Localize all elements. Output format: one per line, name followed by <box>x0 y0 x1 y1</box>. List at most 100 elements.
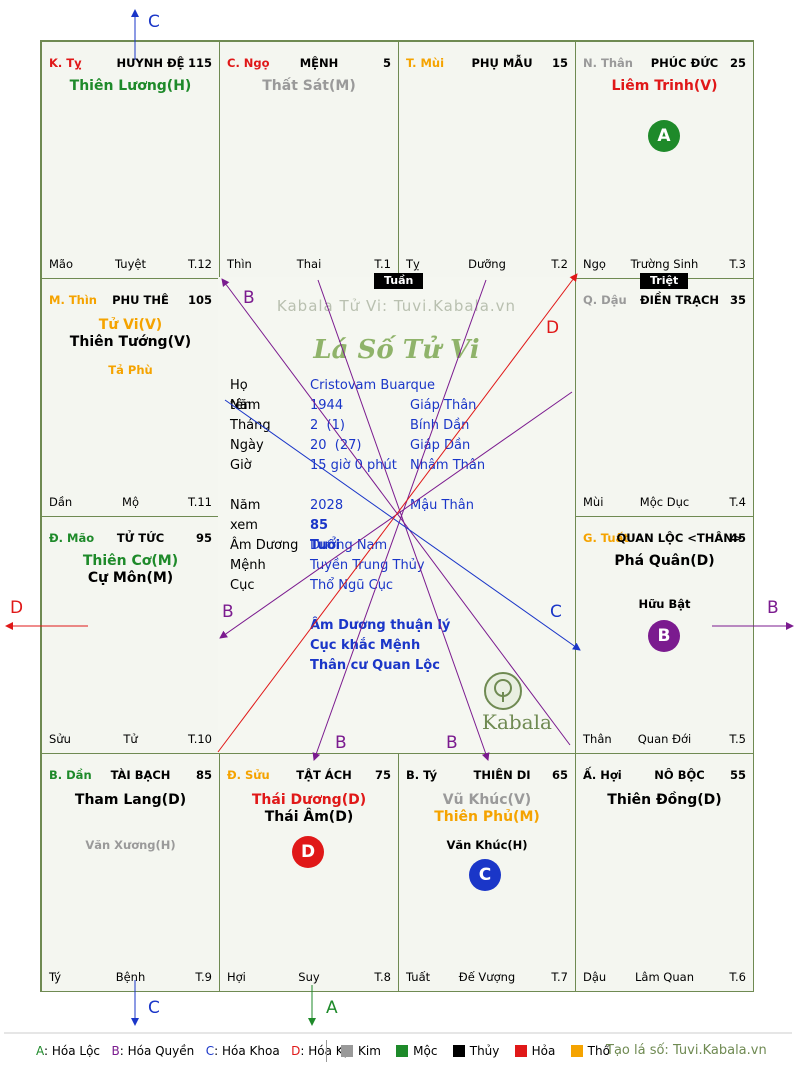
palace-name: PHÚC ĐỨC <box>650 56 719 70</box>
palace-stem: T. Mùi <box>406 56 445 70</box>
palace-number: 85 <box>195 768 212 782</box>
hoa-khoa-line <box>224 399 581 651</box>
palace-hoi[interactable]: Ấ. Hợi NÔ BỘC 55 Thiên Đồng(D) Dậu Lâm Q… <box>575 753 754 992</box>
legend-elements: Kim Mộc Thủy Hỏa Thổ <box>341 1044 610 1058</box>
palace-footer-center: Đế Vượng <box>458 970 516 984</box>
palace-number: 5 <box>382 56 391 70</box>
info-value: 20 (27) <box>310 438 362 453</box>
palace-number: 65 <box>551 768 568 782</box>
palace-thin[interactable]: M. Thìn PHU THÊ 105 Tử Vi(V) Thiên Tướng… <box>41 278 220 517</box>
palace-footer-center: Mộ <box>122 495 139 509</box>
info-label: Cục <box>230 578 255 593</box>
info-note: Thân cư Quan Lộc <box>310 658 440 673</box>
arrow-label-c: C <box>550 602 562 622</box>
palace-stem: Q. Dậu <box>583 293 627 307</box>
palace-footer-left: Ngọ <box>583 257 606 271</box>
info-canchi: Nhâm Thân <box>410 458 486 473</box>
main-star: Tham Lang(D) <box>74 792 187 808</box>
site-link[interactable]: Tạo lá số: Tuvi.Kabala.vn <box>606 1043 767 1058</box>
minor-star: Tả Phù <box>108 363 153 377</box>
palace-name: QUAN LỘC <THÂN> <box>616 531 743 545</box>
palace-ti[interactable]: B. Tý THIÊN DI 65 Vũ Khúc(V) Thiên Phủ(M… <box>398 753 576 992</box>
info-label: Giờ <box>230 458 252 473</box>
minor-star: Văn Khúc(H) <box>446 838 528 852</box>
legend-separator <box>326 1040 327 1062</box>
hoa-quyen-line <box>221 278 571 746</box>
triet-tag: Triệt <box>640 273 689 289</box>
info-value: Dương Nam <box>310 538 388 553</box>
legend-text: Thổ <box>587 1044 610 1058</box>
arrow-label-b: B <box>767 598 779 618</box>
palace-ngo[interactable]: C. Ngọ MỆNH 5 Thất Sát(M) Thìn Thai T.1 <box>219 41 399 279</box>
palace-name: PHỤ MẪU <box>471 56 533 70</box>
palace-footer-center: Quan Đới <box>637 732 692 746</box>
moc-swatch <box>396 1045 409 1057</box>
palace-number: 95 <box>195 531 212 545</box>
main-star: Thái Âm(D) <box>264 809 354 825</box>
palace-footer-left: Dậu <box>583 970 607 984</box>
minor-star: Văn Xương(H) <box>85 838 176 852</box>
legend-hoa: A: Hóa Lộc B: Hóa Quyền C: Hóa Khoa D: H… <box>36 1044 347 1058</box>
palace-number: 35 <box>729 293 746 307</box>
palace-name: ĐIỀN TRẠCH <box>639 293 720 307</box>
palace-name: THIÊN DI <box>473 768 531 782</box>
legend-text: Kim <box>358 1044 381 1058</box>
palace-footer-right: T.12 <box>188 257 212 271</box>
palace-footer-center: Tuyệt <box>115 257 146 271</box>
main-star: Thiên Lương(H) <box>69 78 192 94</box>
main-star: Thiên Cơ(M) <box>82 553 179 569</box>
arrow-label-d: D <box>546 318 560 338</box>
tuan-tag: Tuần <box>374 273 424 289</box>
info-canchi: Mậu Thân <box>410 498 474 513</box>
palace-than[interactable]: N. Thân PHÚC ĐỨC 25 Liêm Trinh(V) A Ngọ … <box>575 41 754 279</box>
info-age: 85 Tuổi <box>310 518 341 553</box>
info-value: 2028 <box>310 498 344 513</box>
main-star: Thái Dương(D) <box>251 792 367 808</box>
arrow-label-b: B <box>243 288 255 308</box>
legend-text: Hóa Khoa <box>221 1044 280 1058</box>
palace-stem: Đ. Mão <box>49 531 95 545</box>
palace-number: 25 <box>729 56 746 70</box>
legend-text: Hỏa <box>531 1044 556 1058</box>
info-note: Âm Dương thuận lý <box>310 618 451 633</box>
palace-mao[interactable]: Đ. Mão TỬ TỨC 95 Thiên Cơ(M) Cự Môn(M) S… <box>41 516 220 754</box>
palace-name: PHU THÊ <box>112 293 169 307</box>
thuy-swatch <box>452 1045 465 1057</box>
main-star: Phá Quân(D) <box>614 553 715 569</box>
palace-footer-left: Dần <box>49 495 73 509</box>
palace-footer-center: Mộc Dục <box>639 495 690 509</box>
kabala-logo: Kabala <box>482 710 552 734</box>
palace-name: MỆNH <box>299 56 339 70</box>
main-star: Thất Sát(M) <box>262 78 356 94</box>
info-value: Cristovam Buarque <box>310 378 436 393</box>
info-label: Năm xem <box>230 498 261 533</box>
palace-stem: C. Ngọ <box>227 56 270 70</box>
legend-key: C <box>205 1044 215 1058</box>
palace-footer-right: T.4 <box>729 495 746 509</box>
main-star: Vũ Khúc(V) <box>442 792 532 808</box>
info-value: Tuyền Trung Thủy <box>310 558 425 573</box>
info-canchi: Bính Dần <box>410 418 470 433</box>
main-star: Cự Môn(M) <box>87 570 174 586</box>
palace-footer-center: Suy <box>298 970 320 984</box>
palace-name: TẬT ÁCH <box>296 768 352 782</box>
info-label: Họ tên <box>230 378 252 413</box>
palace-footer-right: T.3 <box>729 257 746 271</box>
info-note: Cục khắc Mệnh <box>310 638 421 653</box>
legend-key: B <box>111 1044 120 1058</box>
palace-dau[interactable]: Q. Dậu ĐIỀN TRẠCH 35 Mùi Mộc Dục T.4 <box>575 278 754 517</box>
palace-number: 115 <box>187 56 212 70</box>
palace-stem: K. Tỵ <box>49 56 82 70</box>
palace-tuat[interactable]: G. Tuất QUAN LỘC <THÂN> 45 Phá Quân(D) H… <box>575 516 754 754</box>
palace-footer-right: T.2 <box>551 257 568 271</box>
palace-footer-right: T.10 <box>188 732 212 746</box>
palace-ty[interactable]: K. Tỵ HUYNH ĐỆ 115 Thiên Lương(H) Mão Tu… <box>41 41 220 279</box>
arrow-label-b: B <box>335 733 347 753</box>
hoa-khoa-badge: C <box>469 859 501 891</box>
palace-suu[interactable]: Đ. Sửu TẬT ÁCH 75 Thái Dương(D) Thái Âm(… <box>219 753 399 992</box>
palace-footer-right: T.11 <box>188 495 212 509</box>
main-star: Thiên Phủ(M) <box>434 809 540 825</box>
center-title: Lá Số Tử Vi <box>313 335 480 365</box>
info-value: Thổ Ngũ Cục <box>310 578 394 593</box>
info-value: 15 giờ 0 phút <box>310 458 397 473</box>
